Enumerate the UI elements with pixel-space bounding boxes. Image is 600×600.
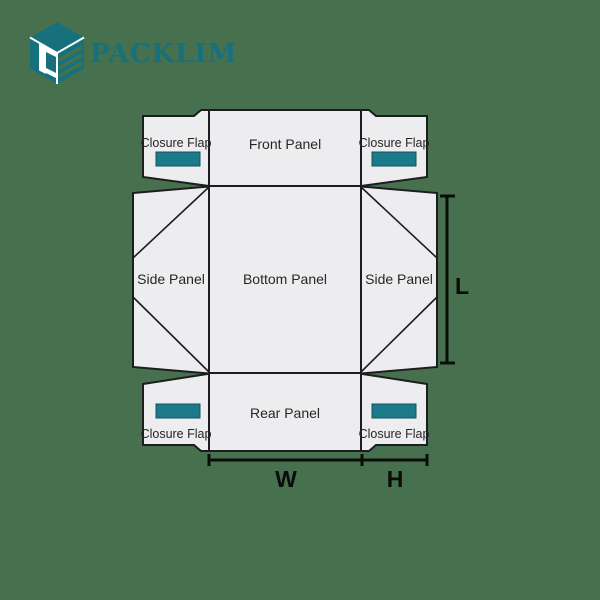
fold-lines-left [132, 186, 210, 373]
closure-flap-top-left-label: Closure Flap [141, 136, 212, 150]
lock-tab-bottom-right [371, 403, 417, 419]
closure-flap-bottom-left-label: Closure Flap [141, 427, 212, 441]
rear-panel-label: Rear Panel [250, 405, 320, 421]
box-icon-bracket-bar [39, 43, 46, 74]
box-icon-bracket-top [46, 47, 56, 57]
width-height-dimension-line [207, 454, 429, 466]
dieline-panels [132, 109, 438, 452]
rear-panel [208, 372, 362, 452]
width-dimension-label: W [275, 466, 297, 492]
lock-tab-top-left [155, 151, 201, 167]
length-dimension-label: L [455, 273, 469, 299]
brand-name: PACKLIM [90, 39, 237, 69]
brand-logo: PACKLIM [29, 22, 237, 84]
bottom-panel-label: Bottom Panel [243, 271, 327, 287]
closure-flap-bottom-right-label: Closure Flap [359, 427, 430, 441]
dimension-annotations: L W H [207, 194, 469, 492]
box-icon-edges [29, 36, 85, 84]
side-panel-left-label: Side Panel [137, 271, 205, 287]
lock-tab-bottom-left [155, 403, 201, 419]
panel-labels: Front Panel Bottom Panel Rear Panel Side… [137, 136, 433, 441]
length-dimension-line [440, 194, 455, 365]
lock-tab-top-right [371, 151, 417, 167]
height-dimension-label: H [387, 466, 404, 492]
bottom-panel [208, 185, 362, 374]
fold-lines-right [360, 186, 438, 373]
box-icon-bracket-bottom [46, 68, 56, 78]
closure-flap-top-right-label: Closure Flap [359, 136, 430, 150]
box-icon [29, 22, 85, 84]
front-panel-label: Front Panel [249, 136, 321, 152]
side-panel-right-label: Side Panel [365, 271, 433, 287]
box-icon-stripes [58, 45, 83, 78]
